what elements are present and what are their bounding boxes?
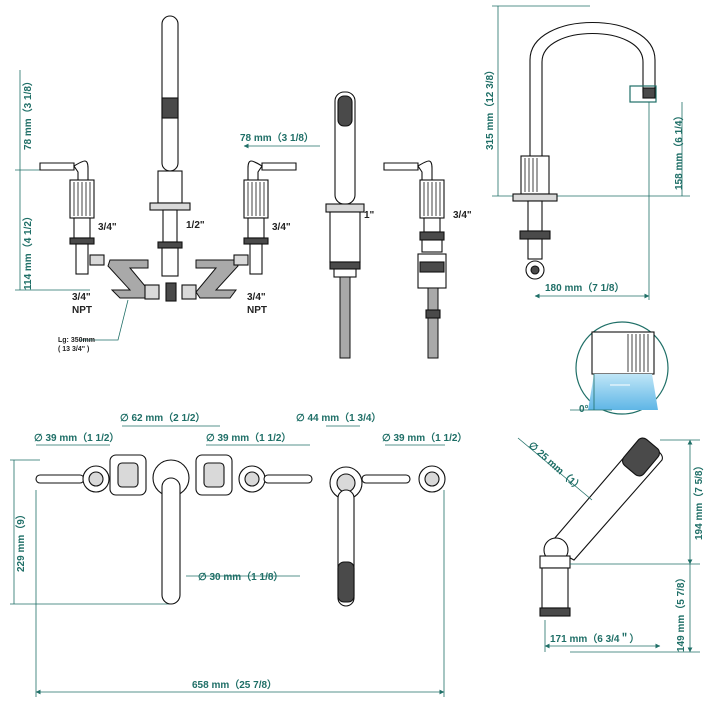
label-three-quarter-left: 3/4" — [98, 222, 117, 233]
label-three-quarter-shower: 3/4" — [453, 210, 472, 221]
label-one-inch: 1" — [364, 210, 375, 221]
dim-229: 229 mm（9） — [14, 509, 27, 572]
hose-leader — [80, 299, 129, 341]
dim-315: 315 mm（12 3/8） — [483, 65, 496, 150]
label-npt-left: NPT — [72, 305, 92, 316]
dim-180: 180 mm（7 1/8） — [545, 281, 625, 294]
side-view: 78 mm（3 1/8） 114 mm（4 1/2） 3/4" 3/4" NPT… — [15, 15, 320, 353]
aerator-detail — [570, 321, 669, 415]
top-view: 229 mm（9） ∅ 62 mm（2 1/2） ∅ 39 mm（1 1/2） … — [10, 411, 467, 697]
hose-length-inch: ( 13 3/4" ) — [58, 346, 89, 353]
hand-shower-view: ∅ 25 mm（1） 194 mm（7 5/8） 149 mm（5 7/8） 1… — [517, 437, 705, 653]
dim-658: 658 mm（25 7/8） — [192, 678, 277, 691]
dim-78-horizontal: 78 mm（3 1/8） — [240, 131, 314, 144]
dim-44: ∅ 44 mm（1 3/4） — [296, 411, 381, 424]
dim-39-left: ∅ 39 mm（1 1/2） — [34, 431, 119, 444]
water-flow — [588, 374, 658, 410]
right-valve — [233, 160, 297, 275]
hand-shower-valve — [383, 160, 447, 359]
label-half-inch: 1/2" — [186, 220, 205, 231]
angle-label: 0° — [579, 404, 589, 415]
aerator-callout — [629, 85, 657, 103]
left-valve — [39, 160, 105, 275]
connection-hoses — [107, 259, 239, 302]
label-npt-left-size: 3/4" — [72, 292, 91, 303]
dim-114-vertical: 114 mm（4 1/2） — [21, 211, 34, 290]
dim-158: 158 mm（6 1/4） — [672, 111, 685, 191]
dim-line-25 — [517, 437, 593, 501]
spout-arc — [529, 22, 656, 161]
dim-39-mid: ∅ 39 mm（1 1/2） — [206, 431, 291, 444]
dim-171: 171 mm（6 3/4＂） — [550, 632, 640, 645]
dim-39-right: ∅ 39 mm（1 1/2） — [382, 431, 467, 444]
dim-30: ∅ 30 mm（1 1/8） — [198, 570, 283, 583]
label-npt-right: NPT — [247, 305, 267, 316]
dim-25: ∅ 25 mm（1） — [526, 439, 586, 495]
hand-shower-side-view — [325, 91, 365, 359]
spout-side-view: 315 mm（12 3/8） 158 mm（6 1/4） 180 mm（7 1/… — [483, 5, 690, 300]
dim-62: ∅ 62 mm（2 1/2） — [120, 411, 205, 424]
label-npt-right-size: 3/4" — [247, 292, 266, 303]
dim-78-vertical: 78 mm（3 1/8） — [21, 76, 34, 150]
center-spout — [149, 15, 191, 277]
label-three-quarter-right: 3/4" — [272, 222, 291, 233]
dim-194: 194 mm（7 5/8） — [692, 461, 705, 541]
hose-length: Lg: 350mm — [58, 337, 95, 344]
dim-149: 149 mm（5 7/8） — [674, 573, 687, 653]
